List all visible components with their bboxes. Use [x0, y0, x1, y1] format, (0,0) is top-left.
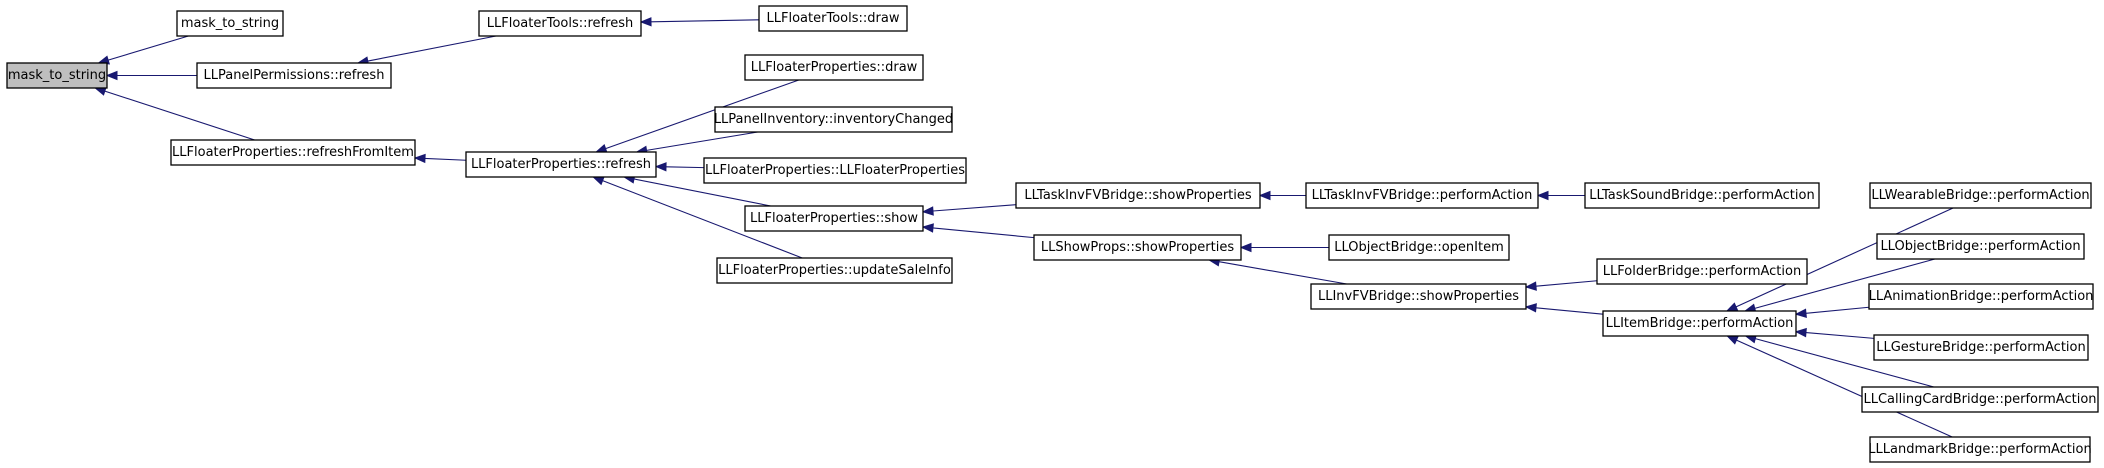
node-label: LLFloaterProperties::updateSaleInfo	[718, 263, 951, 278]
node-n7[interactable]: LLFloaterProperties::draw	[744, 54, 924, 81]
edge-n12-n10	[932, 204, 1017, 212]
arrowhead-n15-n10	[921, 223, 934, 233]
node-label: LLObjectBridge::openItem	[1334, 240, 1504, 255]
arrowhead-n19-n17	[1524, 303, 1537, 313]
arrowhead-n16-n15	[1239, 242, 1252, 253]
node-n19[interactable]: LLItemBridge::performAction	[1602, 310, 1797, 337]
node-label: mask_to_string	[181, 16, 279, 31]
edge-n25-n19	[1736, 339, 1953, 438]
edge-n3-n2	[367, 35, 497, 62]
node-label: LLInvFVBridge::showProperties	[1318, 289, 1519, 304]
arrowhead-n23-n19	[1794, 327, 1807, 338]
arrowhead-n9-n6	[654, 162, 667, 172]
node-label: LLFloaterProperties::LLFloaterProperties	[705, 163, 965, 178]
node-n12[interactable]: LLTaskInvFVBridge::showProperties	[1015, 182, 1261, 209]
edge-n10-n6	[633, 178, 771, 207]
arrowhead-n14-n13	[1536, 190, 1549, 201]
node-n1[interactable]: mask_to_string	[176, 10, 284, 37]
edge-n23-n19	[1805, 332, 1875, 339]
edge-n8-n6	[646, 131, 758, 151]
edge-n24-n19	[1755, 338, 1935, 388]
arrowhead-n22-n19	[1794, 308, 1807, 318]
node-label: LLFloaterTools::refresh	[487, 16, 633, 31]
node-n22[interactable]: LLAnimationBridge::performAction	[1868, 283, 2094, 310]
node-label: LLTaskSoundBridge::performAction	[1589, 188, 1814, 203]
edge-n7-n6	[605, 79, 800, 150]
edge-n9-n6	[665, 166, 705, 169]
node-n14[interactable]: LLTaskSoundBridge::performAction	[1584, 182, 1820, 209]
node-n2[interactable]: LLPanelPermissions::refresh	[196, 62, 392, 89]
node-n0[interactable]: mask_to_string	[6, 62, 108, 89]
node-n11[interactable]: LLFloaterProperties::updateSaleInfo	[716, 257, 953, 284]
node-n9[interactable]: LLFloaterProperties::LLFloaterProperties	[703, 157, 967, 184]
arrowhead-n6-n5	[413, 153, 426, 164]
arrowhead-n12-n10	[921, 206, 934, 216]
edge-n1-n0	[108, 35, 189, 61]
node-label: LLFloaterProperties::refreshFromItem	[172, 145, 414, 160]
arrowhead-n13-n12	[1258, 190, 1271, 201]
edges-layer	[94, 17, 1954, 438]
node-label: LLFloaterTools::draw	[767, 11, 900, 26]
edge-n15-n10	[932, 227, 1035, 239]
node-n8[interactable]: LLPanelInventory::inventoryChanged	[714, 106, 953, 133]
node-n13[interactable]: LLTaskInvFVBridge::performAction	[1305, 182, 1539, 209]
node-label: LLPanelInventory::inventoryChanged	[714, 112, 953, 127]
node-label: LLFolderBridge::performAction	[1603, 264, 1801, 279]
node-n16[interactable]: LLObjectBridge::openItem	[1328, 234, 1510, 261]
edge-n21-n19	[1754, 258, 1936, 309]
arrowhead-n4-n3	[639, 17, 652, 27]
node-n6[interactable]: LLFloaterProperties::refresh	[465, 151, 657, 178]
node-label: LLFloaterProperties::show	[750, 211, 918, 226]
arrowhead-n11-n6	[591, 176, 605, 186]
node-label: LLItemBridge::performAction	[1606, 316, 1794, 331]
node-n17[interactable]: LLInvFVBridge::showProperties	[1310, 283, 1527, 310]
node-label: LLShowProps::showProperties	[1041, 240, 1234, 255]
node-n20[interactable]: LLWearableBridge::performAction	[1869, 182, 2092, 209]
node-label: LLFloaterProperties::draw	[751, 60, 918, 75]
node-label: LLWearableBridge::performAction	[1871, 188, 2089, 203]
nodes-layer: mask_to_string mask_to_string LLPanelPer…	[6, 5, 2099, 463]
node-label: mask_to_string	[8, 68, 106, 83]
node-n18[interactable]: LLFolderBridge::performAction	[1596, 258, 1808, 285]
arrowhead-n18-n17	[1524, 281, 1537, 291]
edge-n19-n17	[1535, 307, 1604, 315]
node-n5[interactable]: LLFloaterProperties::refreshFromItem	[170, 139, 416, 166]
node-label: LLCallingCardBridge::performAction	[1863, 392, 2096, 407]
node-n24[interactable]: LLCallingCardBridge::performAction	[1861, 386, 2099, 413]
edge-n18-n17	[1535, 280, 1598, 287]
edge-n11-n6	[602, 180, 803, 259]
edge-n20-n19	[1735, 207, 1954, 308]
node-n3[interactable]: LLFloaterTools::refresh	[478, 10, 642, 37]
edge-n17-n15	[1218, 261, 1347, 285]
node-n4[interactable]: LLFloaterTools::draw	[758, 5, 908, 32]
node-n21[interactable]: LLObjectBridge::performAction	[1876, 233, 2085, 260]
arrowhead-n25-n19	[1726, 335, 1739, 345]
edge-n5-n0	[104, 90, 255, 141]
arrowhead-n7-n6	[594, 144, 608, 153]
edge-n22-n19	[1805, 306, 1870, 314]
node-label: LLLandmarkBridge::performAction	[1868, 442, 2091, 457]
node-label: LLAnimationBridge::performAction	[1869, 289, 2094, 304]
node-n25[interactable]: LLLandmarkBridge::performAction	[1868, 436, 2092, 463]
node-label: LLObjectBridge::performAction	[1880, 239, 2080, 254]
node-label: LLPanelPermissions::refresh	[204, 68, 385, 83]
edge-n4-n3	[650, 19, 760, 23]
node-label: LLFloaterProperties::refresh	[471, 157, 651, 172]
arrowhead-n2-n0	[105, 70, 118, 81]
arrowhead-n20-n19	[1725, 302, 1739, 312]
node-label: LLTaskInvFVBridge::showProperties	[1024, 188, 1252, 203]
node-n15[interactable]: LLShowProps::showProperties	[1033, 234, 1242, 261]
edge-n6-n5	[424, 157, 467, 161]
node-label: LLTaskInvFVBridge::performAction	[1312, 188, 1533, 203]
node-n10[interactable]: LLFloaterProperties::show	[744, 205, 924, 232]
node-n23[interactable]: LLGestureBridge::performAction	[1873, 334, 2089, 361]
node-label: LLGestureBridge::performAction	[1876, 340, 2085, 355]
